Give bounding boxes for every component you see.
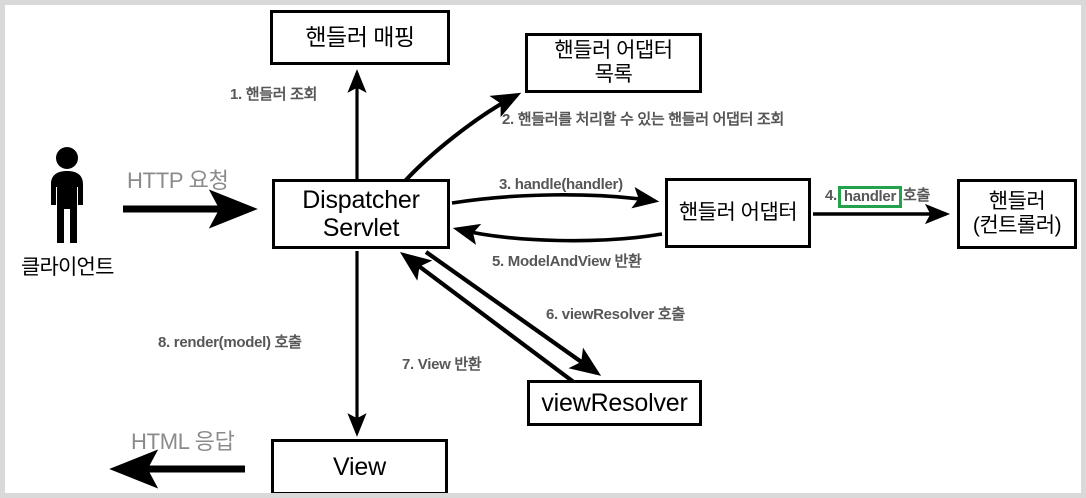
node-view-resolver[interactable]: viewResolver [527,380,702,426]
node-handler-adapter-list-line-2: 목록 [594,63,633,86]
step-8-label: 8. render(model) 호출 [158,334,302,351]
node-dispatcher-servlet-line-1: Dispatcher [302,186,420,214]
node-handler-adapter-line-1: 핸들러 어댑터 [678,201,798,225]
arrow-step-2 [403,92,522,183]
node-handler-mapping-line-1: 핸들러 매핑 [305,23,415,50]
node-view-resolver-line-1: viewResolver [541,389,688,417]
step-4-suffix: 호출 [903,187,931,204]
http-request-label: HTTP 요청 [127,168,229,193]
node-dispatcher-servlet-line-2: Servlet [322,214,400,242]
node-handler-controller[interactable]: 핸들러 (컨트롤러) [957,179,1077,249]
arrow-step-5 [452,223,663,245]
node-handler-adapter[interactable]: 핸들러 어댑터 [665,178,811,248]
node-dispatcher-servlet[interactable]: Dispatcher Servlet [272,179,450,249]
node-view-line-1: View [333,453,386,481]
step-4-prefix: 4. [825,187,837,204]
node-view[interactable]: View [271,439,448,493]
node-handler-adapter-list[interactable]: 핸들러 어댑터 목록 [525,33,702,93]
node-handler-mapping[interactable]: 핸들러 매핑 [270,10,450,65]
node-handler-adapter-list-line-1: 핸들러 어댑터 [554,39,673,63]
step-4-highlight-handler: handler [837,186,902,208]
arrow-step-3 [451,187,660,209]
step-2-label: 2. 핸들러를 처리할 수 있는 핸들러 어댑터 조회 [502,111,784,128]
step-7-label: 7. View 반환 [402,356,482,373]
step-5-label: 5. ModelAndView 반환 [492,253,642,270]
step-6-label: 6. viewResolver 호출 [546,306,685,323]
step-3-label: 3. handle(handler) [499,176,623,193]
html-response-label: HTML 응답 [131,429,235,454]
client-label: 클라이언트 [21,256,114,279]
client-person-icon [51,147,83,243]
node-handler-controller-line-2: (컨트롤러) [972,214,1062,237]
step-1-label: 1. 핸들러 조회 [230,86,318,103]
node-handler-controller-line-1: 핸들러 [988,190,1046,214]
